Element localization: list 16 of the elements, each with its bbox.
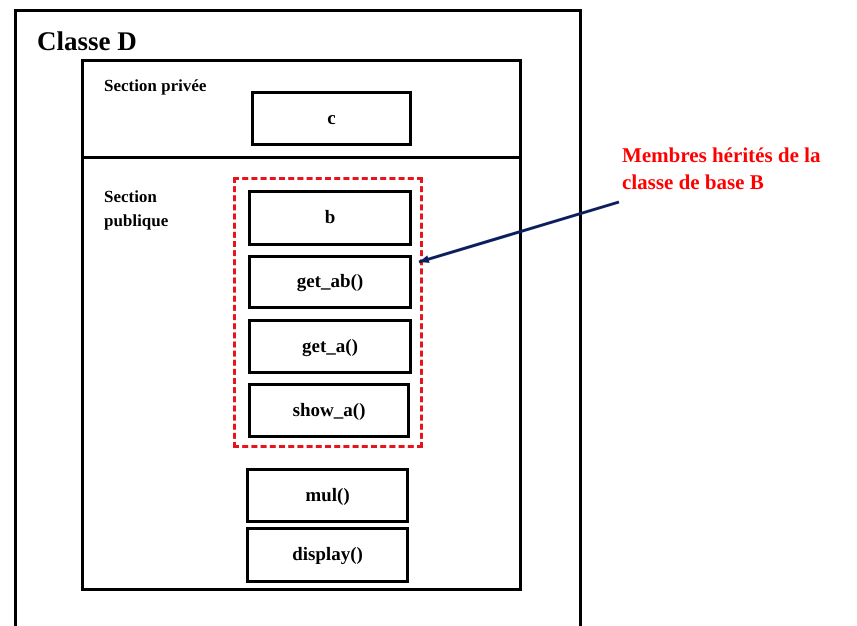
member-box: b [248, 190, 412, 246]
member-box: get_a() [248, 319, 412, 374]
dashed-group-box [233, 177, 423, 448]
class-box [14, 9, 582, 626]
section-label: Section publique [104, 186, 170, 232]
section-box [81, 156, 522, 591]
member-box: display() [246, 527, 409, 583]
class-title: Classe D [37, 26, 137, 57]
section-label: Section privée [104, 76, 206, 96]
member-box: show_a() [248, 383, 410, 438]
member-box: c [251, 91, 412, 146]
arrow [418, 200, 620, 264]
annotation-text: Membres hérités de la classe de base B [622, 142, 834, 197]
section-box [81, 59, 522, 159]
member-box: get_ab() [248, 255, 412, 309]
member-box: mul() [246, 468, 409, 523]
